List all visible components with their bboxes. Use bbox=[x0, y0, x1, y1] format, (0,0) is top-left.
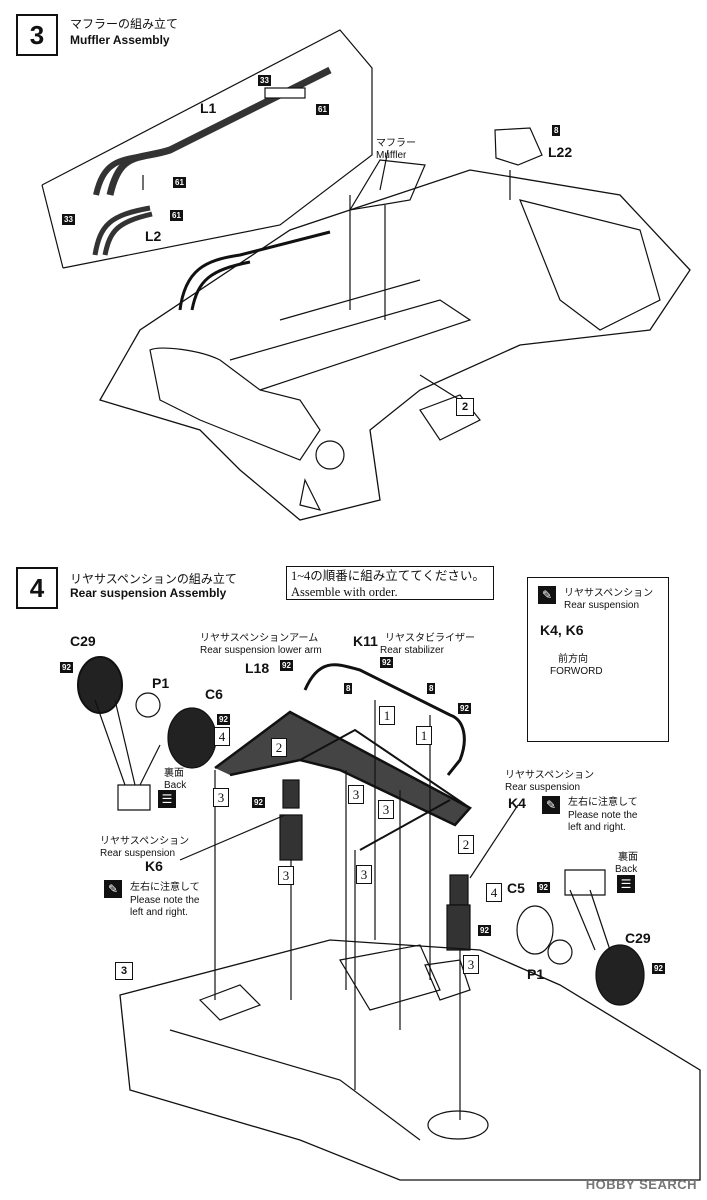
rear-susp-right-jp: リヤサスペンション bbox=[505, 770, 595, 781]
badge-92: 92 bbox=[60, 662, 73, 673]
badge-61: 61 bbox=[316, 104, 329, 115]
muffler-label-en: Muffler bbox=[376, 150, 407, 161]
badge-92: 92 bbox=[458, 703, 471, 714]
note-right-en1: Please note the bbox=[568, 810, 638, 821]
back-label-right-jp: 裏面 bbox=[618, 852, 638, 863]
note-left-en1: Please note the bbox=[130, 895, 200, 906]
rear-susp-right-en: Rear suspension bbox=[505, 782, 581, 793]
muffler-label-jp: マフラー bbox=[376, 138, 416, 149]
part-l22: L22 bbox=[548, 144, 573, 160]
order-note-jp: 1~4の順番に組み立ててください。 bbox=[291, 569, 485, 583]
rear-suspension-reference-panel: ✎ リヤサスペンション Rear suspension K4, K6 前方向 F… bbox=[527, 577, 669, 742]
ref-direction-jp: 前方向 bbox=[558, 654, 588, 665]
stabilizer-label-en: Rear stabilizer bbox=[380, 645, 444, 656]
lower-arm-label-en: Rear suspension lower arm bbox=[200, 645, 322, 656]
order-mark-3: 3 bbox=[278, 866, 294, 885]
part-l18: L18 bbox=[245, 660, 270, 676]
watermark: HOBBY SEARCH bbox=[585, 1177, 697, 1192]
badge-61: 61 bbox=[170, 210, 183, 221]
order-mark-2: 2 bbox=[271, 738, 287, 757]
assembly-order-note: 1~4の順番に組み立ててください。 Assemble with order. bbox=[286, 566, 494, 600]
order-mark-4: 4 bbox=[486, 883, 502, 902]
badge-92: 92 bbox=[280, 660, 293, 671]
note-left-en2: left and right. bbox=[130, 907, 188, 918]
badge-92: 92 bbox=[217, 714, 230, 725]
part-l2: L2 bbox=[145, 228, 162, 244]
rear-susp-left-en: Rear suspension bbox=[100, 848, 176, 859]
step-4-title-jp: リヤサスペンションの組み立て bbox=[70, 572, 237, 586]
part-k4: K4 bbox=[508, 795, 526, 811]
note-right-en2: left and right. bbox=[568, 822, 626, 833]
badge-33: 33 bbox=[62, 214, 75, 225]
order-mark-4: 4 bbox=[214, 727, 230, 746]
part-p1-left: P1 bbox=[152, 675, 170, 691]
badge-8: 8 bbox=[427, 683, 436, 694]
rear-susp-left-jp: リヤサスペンション bbox=[100, 836, 190, 847]
back-label-left-en: Back bbox=[164, 780, 187, 791]
order-mark-1: 1 bbox=[416, 726, 432, 745]
step-4-title-en: Rear suspension Assembly bbox=[70, 586, 227, 600]
note-left-jp: 左右に注意して bbox=[130, 882, 200, 893]
caution-icon: ✎ bbox=[104, 880, 122, 898]
badge-92: 92 bbox=[252, 797, 265, 808]
stabilizer-label-jp: リヤスタビライザー bbox=[385, 633, 475, 644]
ref-parts: K4, K6 bbox=[540, 622, 584, 638]
order-note-en: Assemble with order. bbox=[291, 585, 398, 599]
step-3-title-jp: マフラーの組み立て bbox=[70, 17, 179, 31]
order-mark-3: 3 bbox=[356, 865, 372, 884]
ref-box-3: 3 bbox=[115, 962, 133, 980]
ref-title-en: Rear suspension bbox=[564, 600, 640, 611]
badge-8: 8 bbox=[552, 125, 561, 136]
step-4-badge: 4 bbox=[16, 567, 58, 609]
order-mark-3: 3 bbox=[213, 788, 229, 807]
ref-box-2: 2 bbox=[456, 398, 474, 416]
badge-92: 92 bbox=[478, 925, 491, 936]
caution-icon: ✎ bbox=[542, 796, 560, 814]
part-c6: C6 bbox=[205, 686, 223, 702]
step-3-badge: 3 bbox=[16, 14, 58, 56]
step-3-title-en: Muffler Assembly bbox=[70, 33, 170, 47]
badge-8: 8 bbox=[344, 683, 353, 694]
back-label-left-jp: 裏面 bbox=[164, 768, 184, 779]
order-mark-1: 1 bbox=[379, 706, 395, 725]
back-label-right-en: Back bbox=[615, 864, 638, 875]
muffler-inset-outline bbox=[41, 29, 373, 269]
order-mark-2: 2 bbox=[458, 835, 474, 854]
tire-tread-icon: ☰ bbox=[158, 790, 176, 808]
badge-92: 92 bbox=[652, 963, 665, 974]
part-k6: K6 bbox=[145, 858, 163, 874]
tire-tread-icon: ☰ bbox=[617, 875, 635, 893]
part-c29-left: C29 bbox=[70, 633, 96, 649]
ref-title-jp: リヤサスペンション bbox=[564, 588, 654, 599]
part-l1: L1 bbox=[200, 100, 217, 116]
order-mark-3: 3 bbox=[378, 800, 394, 819]
order-mark-3: 3 bbox=[348, 785, 364, 804]
lower-arm-label-jp: リヤサスペンションアーム bbox=[200, 633, 319, 644]
badge-33: 33 bbox=[258, 75, 271, 86]
badge-61: 61 bbox=[173, 177, 186, 188]
badge-92: 92 bbox=[380, 657, 393, 668]
part-c5: C5 bbox=[507, 880, 525, 896]
part-c29-right: C29 bbox=[625, 930, 651, 946]
order-mark-3: 3 bbox=[463, 955, 479, 974]
part-k11: K11 bbox=[353, 633, 378, 649]
caution-icon: ✎ bbox=[538, 586, 556, 604]
part-p1-right: P1 bbox=[527, 966, 545, 982]
badge-92: 92 bbox=[537, 882, 550, 893]
ref-direction-en: FORWORD bbox=[550, 666, 603, 677]
note-right-jp: 左右に注意して bbox=[568, 797, 638, 808]
